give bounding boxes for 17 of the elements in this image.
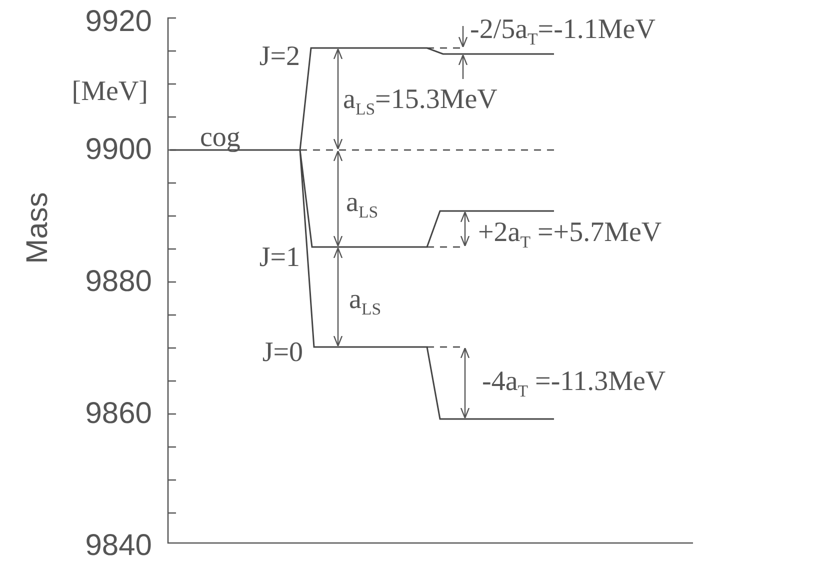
level-label: J=0 (262, 339, 303, 367)
tick-label: 9860 (85, 399, 152, 429)
splitting-label: a$_{LS}$ (349, 286, 382, 318)
tick-label: 9900 (85, 135, 152, 165)
splitting-label: a$_{LS}$ (346, 188, 378, 222)
level-label: J=1 (259, 244, 300, 272)
level-label: J=2 (259, 43, 300, 71)
level-shift-label: +2a$_{T}$ =+5.7MeV (478, 218, 662, 252)
tick-label: 9840 (85, 531, 152, 561)
level-shift-label: -4a$_{T}$ =-11.3MeV (482, 368, 666, 400)
level-label: cog (200, 124, 240, 152)
splitting-label: a$_{LS}$=15.3MeV (343, 86, 498, 118)
tick-label: 9920 (85, 7, 152, 37)
axis-title: Mass (23, 192, 53, 264)
level-shift-label: -2/5a$_{T}$=-1.1MeV (470, 16, 656, 48)
unit-label: [MeV] (72, 78, 148, 106)
tick-label: 9880 (85, 267, 152, 297)
